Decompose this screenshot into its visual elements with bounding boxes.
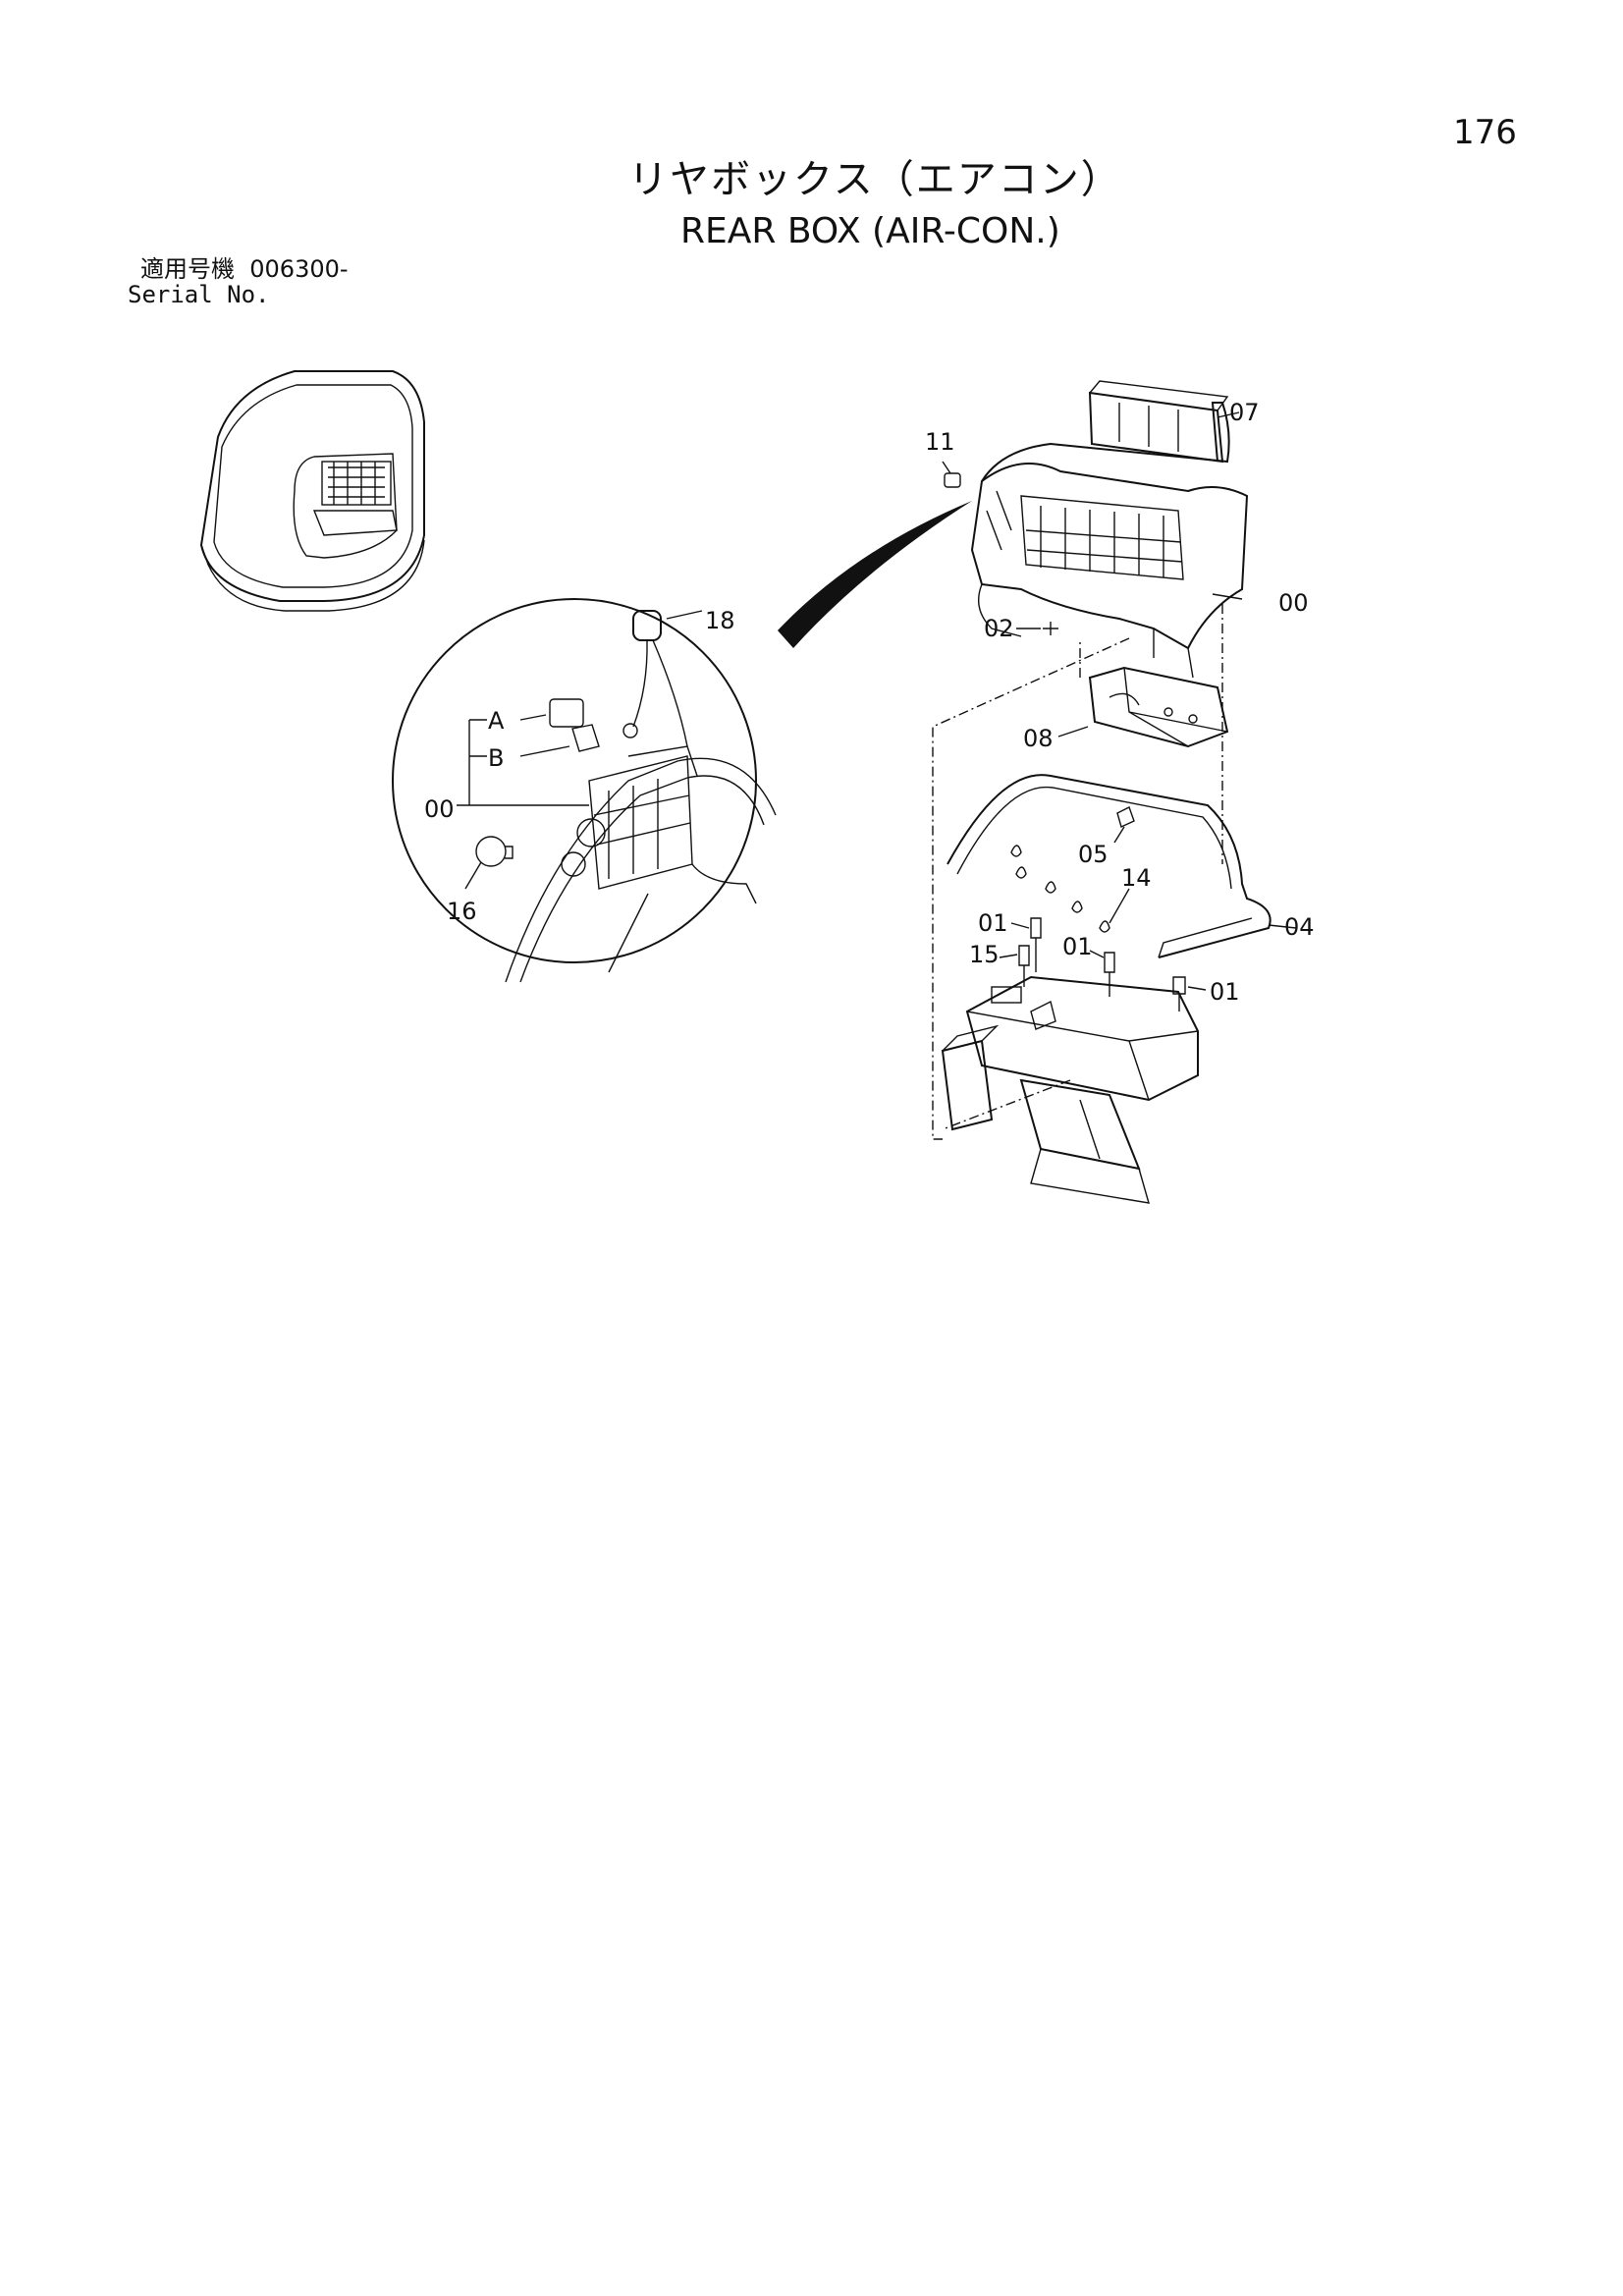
detail-magnified-view (392, 501, 972, 983)
rear-box-assembly (942, 380, 1249, 679)
callout-05: 05 (1078, 841, 1109, 868)
callout-02: 02 (984, 615, 1014, 642)
cab-overview-illustration (199, 370, 425, 612)
callout-18: 18 (705, 607, 735, 634)
serial-range: 適用号機 006300- (140, 257, 349, 281)
callout-08: 08 (1023, 725, 1054, 752)
serial-value: 006300- (249, 255, 349, 283)
callout-16: 16 (447, 898, 477, 925)
page-title-japanese: リヤボックス（エアコン） (628, 157, 1122, 202)
callout-00-rear-box: 00 (1278, 589, 1309, 617)
page-number: 176 (1453, 113, 1517, 152)
callout-b: B (488, 744, 504, 772)
callout-15: 15 (969, 941, 1000, 968)
page-title-english: REAR BOX (AIR-CON.) (680, 211, 1060, 251)
callout-07: 07 (1229, 399, 1260, 426)
callout-14: 14 (1121, 864, 1152, 892)
lower-assembly-parts (947, 666, 1297, 958)
callout-01-left: 01 (978, 909, 1008, 937)
callout-a: A (488, 707, 505, 735)
callout-00-detail: 00 (424, 795, 455, 823)
callout-01-right: 01 (1210, 978, 1240, 1006)
base-frame (932, 604, 1223, 1204)
callout-11: 11 (925, 428, 955, 456)
serial-label-japanese: 適用号機 (140, 255, 235, 283)
callout-01-middle: 01 (1062, 933, 1093, 960)
callout-04: 04 (1284, 913, 1315, 941)
serial-label-english: Serial No. (128, 281, 270, 308)
